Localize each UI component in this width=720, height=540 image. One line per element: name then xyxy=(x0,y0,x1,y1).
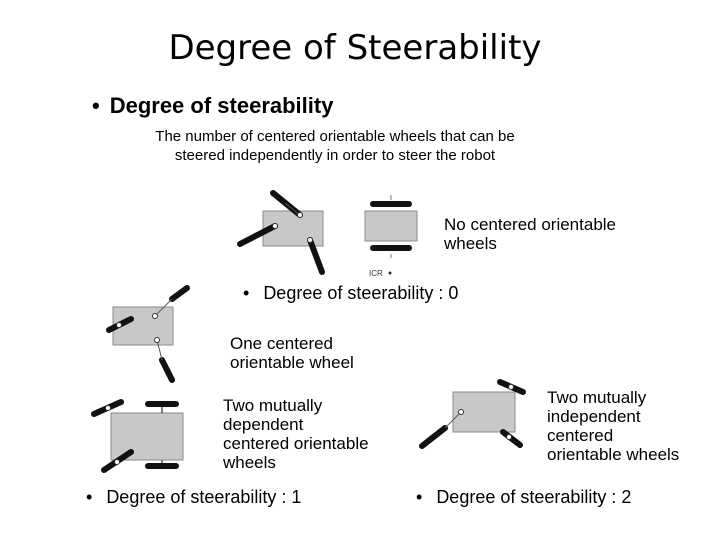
degree-one-bullet: • Degree of steerability : 1 xyxy=(86,487,301,508)
wheel-pivot xyxy=(116,322,122,328)
wheel xyxy=(419,425,448,449)
wheel-arm xyxy=(444,411,462,429)
bullet-marker: • xyxy=(416,487,423,507)
wheel xyxy=(169,285,190,302)
label-line: wheels xyxy=(444,234,497,253)
robot-body xyxy=(364,210,418,242)
label-one-centered-wheel: One centered orientable wheel xyxy=(230,334,354,372)
label-no-centered-wheels: No centered orientable wheels xyxy=(444,215,616,253)
wheel-pivot xyxy=(272,223,278,229)
label-line: wheels xyxy=(223,453,276,472)
label-two-dependent: Two mutually dependent centered orientab… xyxy=(223,396,369,472)
degree-one-text: Degree of steerability : 1 xyxy=(106,487,302,507)
icr-point xyxy=(388,271,392,275)
definition-text: The number of centered orientable wheels… xyxy=(110,127,560,165)
label-line: independent xyxy=(547,407,641,426)
label-line: Two mutually xyxy=(547,388,647,407)
robot-zero-steerable-fixed xyxy=(364,195,418,275)
wheel-arm xyxy=(154,298,173,317)
wheel-pivot xyxy=(297,212,303,218)
robot-two-independent xyxy=(419,379,526,449)
definition-line-1: The number of centered orientable wheels… xyxy=(155,128,515,145)
degree-two-text: Degree of steerability : 2 xyxy=(436,487,632,507)
robot-body xyxy=(110,412,184,461)
degree-zero-bullet: • Degree of steerability : 0 xyxy=(243,283,458,304)
wheel xyxy=(237,223,278,247)
wheel-arm xyxy=(284,202,301,216)
label-line: orientable wheels xyxy=(547,445,680,464)
robot-two-dependent xyxy=(91,399,184,473)
wheel xyxy=(307,237,325,275)
wheel-pivot xyxy=(508,384,514,390)
icr-label: ICR xyxy=(369,269,383,278)
bullet-marker: • xyxy=(243,283,250,303)
steerable-wheel xyxy=(159,357,175,383)
heading-bullet: • Degree of steerability xyxy=(92,93,333,119)
definition-line-2: steered independently in order to steer … xyxy=(174,147,496,164)
degree-two-bullet: • Degree of steerability : 2 xyxy=(416,487,631,508)
wheel-pivot xyxy=(307,237,313,243)
heading-text: Degree of steerability xyxy=(109,93,334,118)
robot-zero-steerable xyxy=(237,190,325,275)
page-title: Degree of Steerability xyxy=(168,28,542,68)
robot-one-steerable xyxy=(106,285,190,383)
wheel-pivot xyxy=(114,459,120,465)
wheel-pivot xyxy=(506,434,512,440)
wheel-pivot xyxy=(458,409,464,415)
label-line: dependent xyxy=(223,415,304,434)
label-line: centered xyxy=(547,426,614,445)
wheel-pivot xyxy=(105,405,111,411)
label-line: One centered xyxy=(230,334,334,353)
bullet-marker: • xyxy=(92,93,100,118)
label-line: No centered orientable xyxy=(444,215,617,234)
wheel-pivot xyxy=(152,313,158,319)
degree-zero-text: Degree of steerability : 0 xyxy=(263,283,459,303)
wheel-pivot xyxy=(154,337,160,343)
label-line: Two mutually xyxy=(223,396,323,415)
wheel-arm xyxy=(156,339,163,361)
label-line: orientable wheel xyxy=(230,353,354,372)
bullet-marker: • xyxy=(86,487,93,507)
label-line: centered orientable xyxy=(223,434,369,453)
label-two-independent: Two mutually independent centered orient… xyxy=(547,388,679,464)
